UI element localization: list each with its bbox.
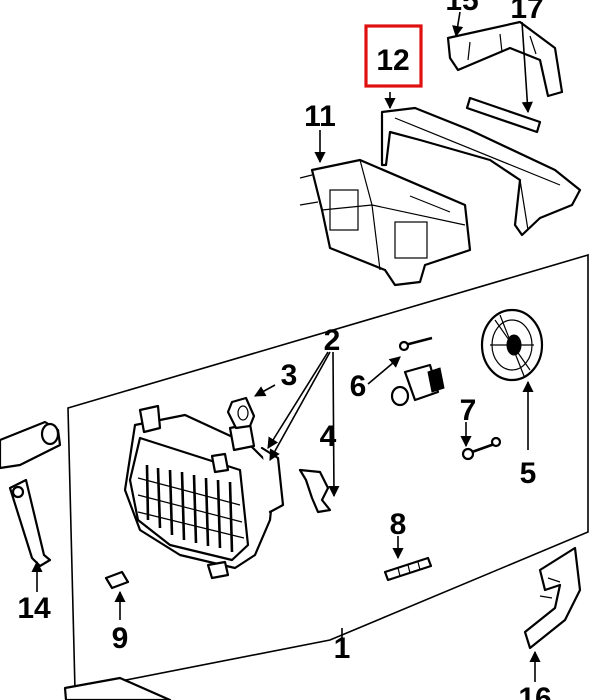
callout-5: 5 bbox=[520, 457, 537, 490]
part-16-bracket bbox=[523, 546, 582, 650]
callout-3: 3 bbox=[281, 359, 298, 392]
part-11-housing bbox=[299, 158, 472, 287]
callout-6: 6 bbox=[350, 370, 367, 403]
callout-11: 11 bbox=[304, 100, 336, 133]
part-7-bolt bbox=[461, 436, 502, 461]
part-5-socket-ring bbox=[480, 308, 544, 382]
part-1-headlamp bbox=[123, 404, 285, 580]
bulb bbox=[390, 363, 445, 407]
callout-9: 9 bbox=[112, 622, 129, 655]
callout-15: 15 bbox=[445, 0, 478, 17]
callout-12: 12 bbox=[376, 44, 409, 77]
callout-8: 8 bbox=[390, 508, 407, 541]
part-12-panel bbox=[380, 106, 582, 237]
callout-1: 1 bbox=[334, 632, 351, 665]
callout-7: 7 bbox=[460, 394, 477, 427]
part-8-bolt bbox=[383, 556, 433, 582]
part-3-clip bbox=[226, 396, 256, 430]
bottom-edge-part bbox=[63, 676, 172, 700]
leader-lines bbox=[31, 11, 541, 682]
callout-2: 2 bbox=[324, 324, 341, 357]
part-6-screw bbox=[398, 336, 433, 352]
part-4-spring bbox=[298, 468, 332, 514]
callout-16: 16 bbox=[518, 682, 551, 700]
callout-4: 4 bbox=[320, 420, 337, 453]
part-9-clip bbox=[104, 570, 130, 590]
part-14-actuator bbox=[0, 420, 62, 568]
highlight-box bbox=[364, 24, 423, 88]
callout-14: 14 bbox=[17, 592, 51, 625]
assembly-outline bbox=[67, 253, 589, 691]
callout-17: 17 bbox=[510, 0, 543, 25]
part-15-bracket bbox=[446, 20, 564, 98]
part-17-strip bbox=[465, 96, 542, 134]
